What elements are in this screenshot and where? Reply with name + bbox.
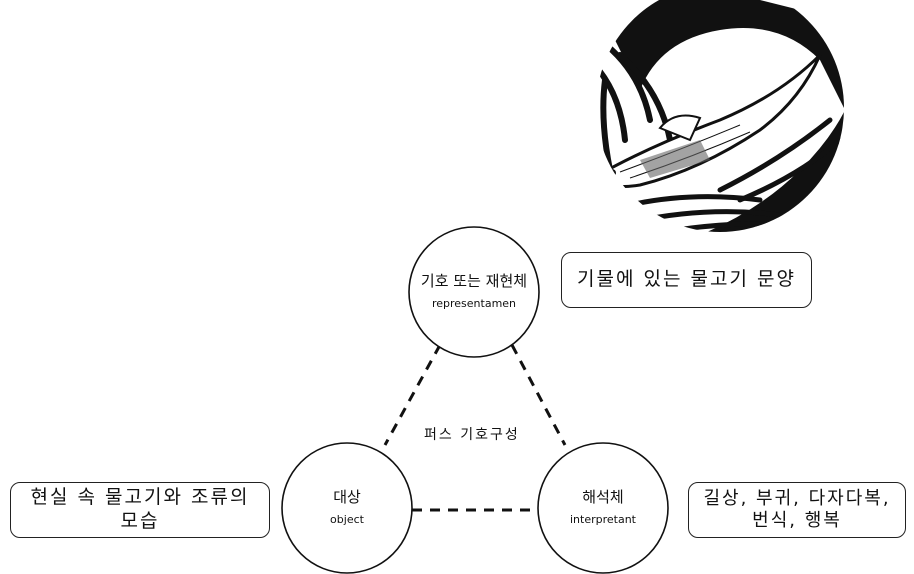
sign-node-sublabel: representamen	[431, 297, 517, 310]
connector-sign-interpretant	[510, 344, 567, 446]
sign-node-circle	[408, 226, 540, 358]
interpretant-example-box: 길상, 부귀, 다자다복, 번식, 행복	[688, 482, 906, 538]
connector-sign-object	[383, 344, 442, 446]
sign-node: 기호 또는 재현체 representamen	[409, 270, 539, 310]
interpretant-node-label: 해석체	[582, 488, 624, 506]
object-node-sublabel: object	[330, 513, 364, 526]
object-example-box: 현실 속 물고기와 조류의 모습	[10, 482, 270, 538]
fish-pattern-illustration	[596, 0, 844, 232]
center-label: 퍼스 기호구성	[424, 427, 520, 443]
sign-example-box: 기물에 있는 물고기 문양	[561, 252, 812, 308]
sign-node-label: 기호 또는 재현체	[420, 272, 528, 290]
object-node-label: 대상	[333, 488, 361, 506]
object-node: 대상 object	[297, 486, 397, 526]
interpretant-node-circle	[537, 442, 669, 574]
object-node-circle	[281, 442, 413, 574]
interpretant-node: 해석체 interpretant	[548, 486, 658, 526]
interpretant-node-sublabel: interpretant	[570, 513, 636, 526]
